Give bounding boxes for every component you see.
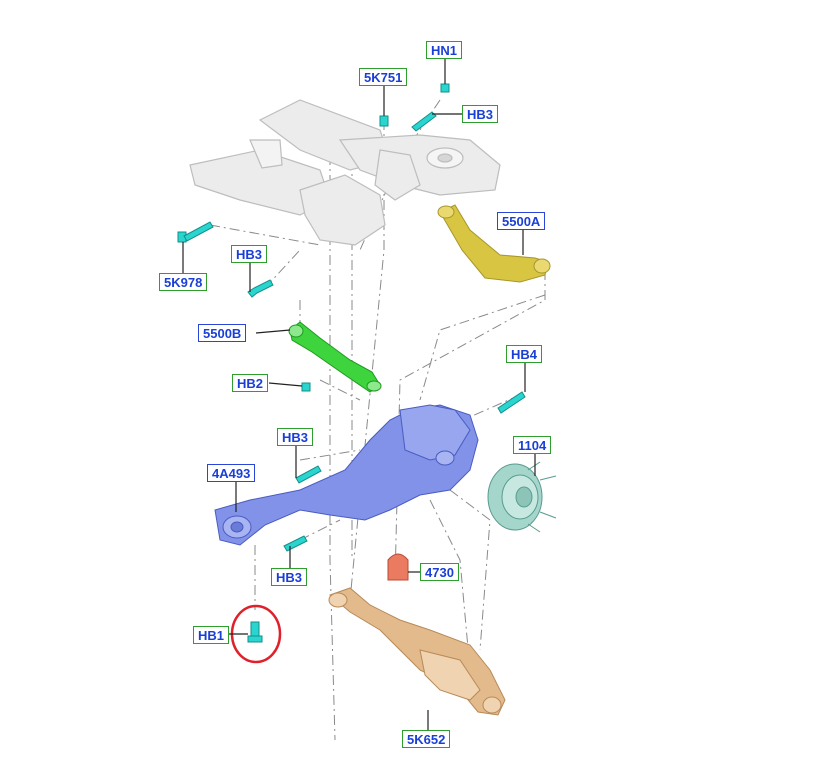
bump-stop-4730: [387, 553, 409, 581]
callout-hb3-top[interactable]: HB3: [462, 105, 499, 123]
subframe: [189, 99, 501, 246]
callout-hb3-mid[interactable]: HB3: [277, 428, 314, 446]
callout-4a493[interactable]: 4A493: [207, 464, 256, 482]
callout-4730[interactable]: 4730: [420, 563, 459, 581]
wheel-hub-1104: [487, 461, 557, 533]
toe-link-5500b: [288, 321, 382, 393]
lower-control-arm-5k652: [328, 587, 506, 716]
callout-5k978[interactable]: 5K978: [159, 273, 208, 291]
nut-icon: [440, 83, 450, 93]
callout-hb3-low[interactable]: HB3: [271, 568, 308, 586]
upper-control-arm-5500a: [437, 204, 551, 283]
callout-hb1[interactable]: HB1: [193, 626, 230, 644]
callout-5k652[interactable]: 5K652: [402, 730, 451, 748]
callout-hb4[interactable]: HB4: [506, 345, 543, 363]
bolt-hb1-icon: [247, 621, 263, 643]
callout-hb2[interactable]: HB2: [232, 374, 269, 392]
callout-1104[interactable]: 1104: [513, 436, 552, 454]
callout-hn1[interactable]: HN1: [426, 41, 463, 59]
callout-hb3-left[interactable]: HB3: [231, 245, 268, 263]
callout-5500b[interactable]: 5500B: [198, 324, 247, 342]
knuckle-4a493: [214, 404, 479, 546]
callout-5k751[interactable]: 5K751: [359, 68, 408, 86]
callout-5500a[interactable]: 5500A: [497, 212, 546, 230]
